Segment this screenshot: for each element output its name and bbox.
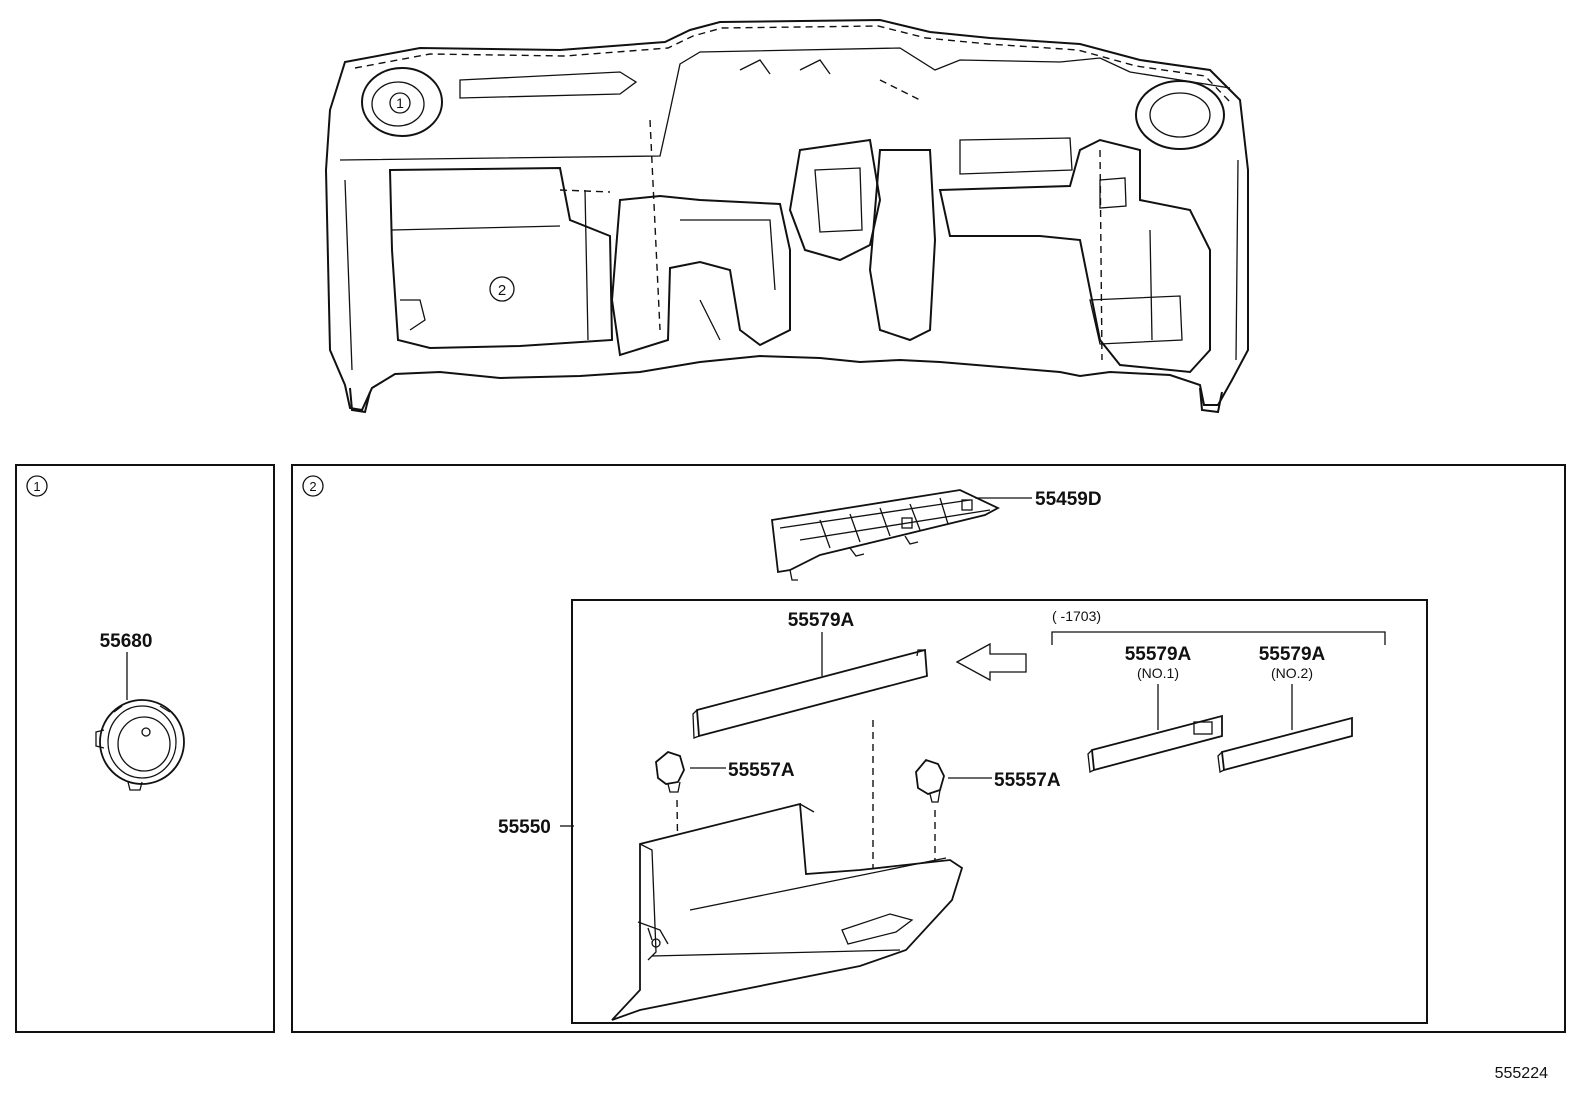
glove-box-strip <box>692 648 928 739</box>
part-number-55557A-right: 55557A <box>994 770 1061 791</box>
stopper-left-icon <box>655 750 685 793</box>
callout-1-marker: 1 <box>389 92 411 114</box>
vent-register-icon <box>95 699 185 791</box>
upper-liner-55459D <box>771 489 1000 581</box>
instrument-panel-assembly: 1 2 <box>324 18 1249 414</box>
stopper-right-icon <box>915 758 945 803</box>
part-number-55680: 55680 <box>100 631 153 652</box>
glove-box-inner-frame <box>571 599 1428 1024</box>
part-number-55579A-no1: 55579A <box>1125 644 1192 665</box>
part-number-55557A-left: 55557A <box>728 760 795 781</box>
glove-box-door <box>611 802 964 1021</box>
callout-2-marker: 2 <box>489 276 515 302</box>
part-number-55459D: 55459D <box>1035 489 1102 510</box>
panel-1-callout: 1 <box>33 479 40 494</box>
detail-panel-2: 2 55459D 55579A ( -1703) 55579 <box>291 464 1566 1033</box>
right-vent-icon <box>1135 80 1225 150</box>
no1-variant-label: (NO.1) <box>1137 665 1179 681</box>
no2-variant-label: (NO.2) <box>1271 665 1313 681</box>
panel-2-callout: 2 <box>309 479 316 494</box>
svg-text:2: 2 <box>498 282 506 299</box>
direction-arrow-icon <box>955 642 1027 682</box>
left-vent-icon <box>361 67 443 137</box>
figure-id: 555224 <box>1495 1065 1548 1082</box>
part-number-55579A-no2: 55579A <box>1259 644 1326 665</box>
part-number-55579A-main: 55579A <box>788 610 855 631</box>
detail-panel-1: 1 55680 <box>15 464 275 1033</box>
date-range-label: ( -1703) <box>1052 608 1101 624</box>
strip-no1 <box>1087 714 1223 773</box>
svg-text:1: 1 <box>396 95 404 111</box>
part-number-55550: 55550 <box>498 817 551 838</box>
strip-no2 <box>1217 716 1353 773</box>
